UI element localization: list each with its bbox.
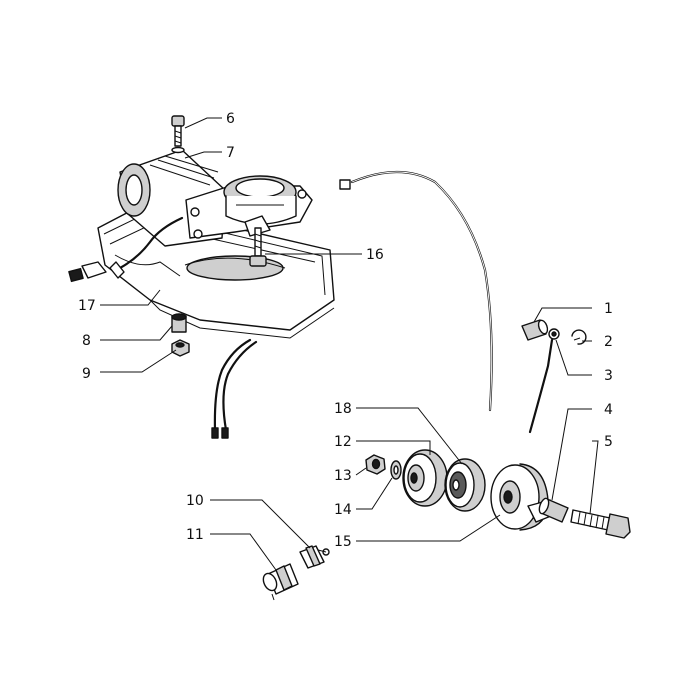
leader-11 [210,533,277,571]
leader-10 [210,499,311,549]
leader-12 [356,440,431,455]
motor-unit [117,149,313,247]
callout-4: 4 [604,402,613,418]
leader-5 [589,440,599,515]
nut-part-13 [365,454,386,475]
switch-part-10 [299,545,330,569]
leader-1 [533,307,592,323]
callout-6: 6 [226,111,235,127]
leader-8 [100,325,173,341]
leader-lines [100,117,599,571]
nut-part-9 [171,339,190,357]
bolt-part-5 [570,509,631,539]
leader-15 [356,514,501,542]
leader-17 [100,289,161,306]
callout-10: 10 [186,493,204,509]
callout-3: 3 [604,368,613,384]
leader-7 [184,151,222,159]
screw-part-6 [171,115,185,154]
cable-end-part-3 [528,328,560,434]
spacer-part-8 [171,313,187,333]
leader-3 [555,339,592,376]
pulley-part-12 [402,449,448,507]
washer-part-14 [390,460,402,480]
callout-17: 17 [78,298,96,314]
callout-2: 2 [604,334,613,350]
callout-7: 7 [226,145,235,161]
tray-harness [211,338,258,439]
clip-part-2 [571,329,587,345]
callout-18: 18 [334,401,352,417]
callout-13: 13 [334,468,352,484]
pulley-part-18 [444,458,486,512]
callout-14: 14 [334,502,352,518]
leader-13 [355,467,367,476]
leader-6 [184,117,222,129]
callout-11: 11 [186,527,204,543]
switch-part-11 [262,563,299,601]
callout-labels: 6 7 16 17 8 9 1 2 3 4 5 18 12 13 14 15 1… [78,111,613,550]
callout-12: 12 [334,434,352,450]
long-cable [339,170,493,412]
hose-and-connector [68,216,184,283]
drum-part-15 [490,463,557,531]
leader-4 [551,408,592,501]
callout-5: 5 [604,434,613,450]
callout-16: 16 [366,247,384,263]
sleeve-part-1 [521,319,549,341]
screw-part-16 [249,227,267,267]
bushing-part-4 [538,497,569,523]
callout-15: 15 [334,534,352,550]
callout-8: 8 [82,333,91,349]
leader-9 [100,349,177,373]
callout-1: 1 [604,301,613,317]
leader-14 [356,477,393,510]
callout-9: 9 [82,366,91,382]
leader-18 [356,407,463,465]
